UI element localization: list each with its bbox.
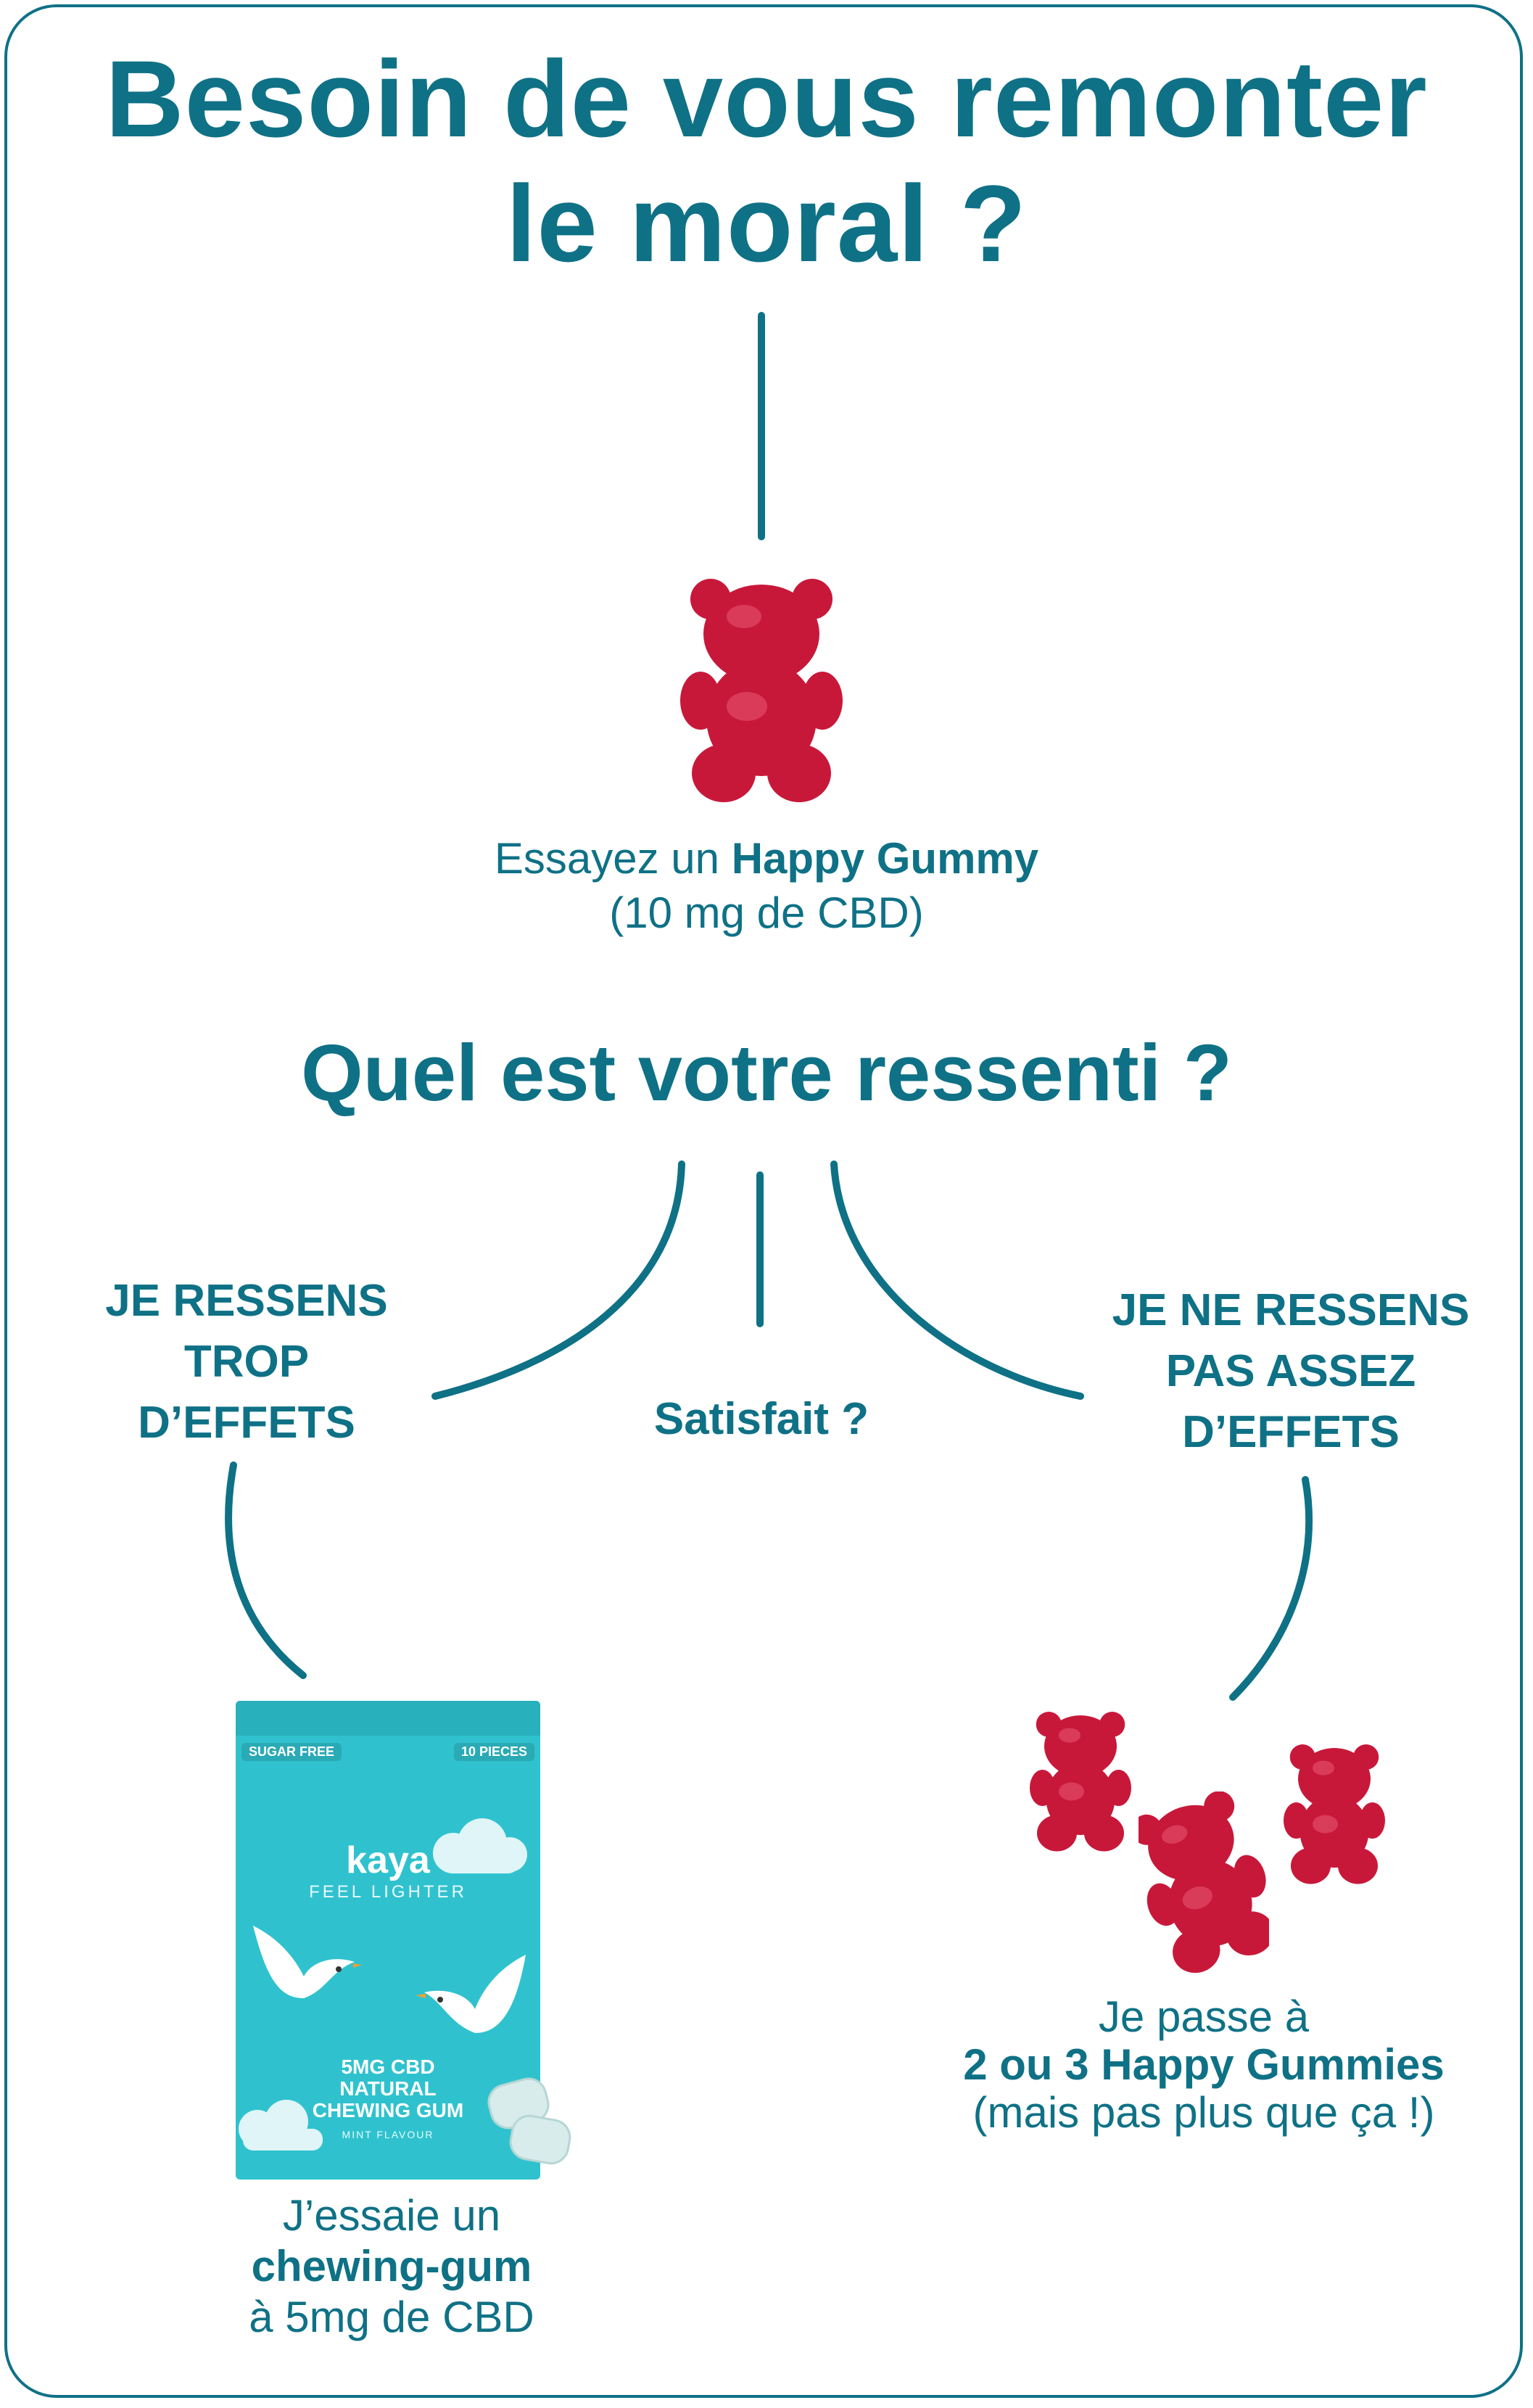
branch-right-label: JE NE RESSENS PAS ASSEZ D’EFFETS	[1073, 1280, 1508, 1463]
card-frame	[4, 4, 1523, 2398]
branch-left-label: JE RESSENS TROP D’EFFETS	[58, 1271, 435, 1454]
left-result-product: chewing-gum	[251, 2242, 532, 2291]
left-result: J’essaie un chewing-gum à 5mg de CBD	[189, 2190, 595, 2343]
branch-right-line-1: JE NE RESSENS	[1112, 1285, 1470, 1335]
start-text-product: Happy Gummy	[731, 834, 1039, 883]
question-heading: Quel est votre ressenti ?	[301, 1028, 1232, 1118]
start-dose: (10 mg de CBD)	[609, 888, 924, 937]
branch-middle-label: Satisfait ?	[653, 1394, 869, 1444]
gum-pieces-icon	[487, 2077, 571, 2165]
page-title: Besoin de vous remonter le moral ?	[0, 36, 1533, 286]
package-slogan: FEEL LIGHTER	[309, 1882, 467, 1902]
right-result-line-1: Je passe à	[1098, 1992, 1310, 2041]
package-seal	[236, 1701, 540, 1736]
package-product-line-2: CHEWING GUM	[312, 2099, 464, 2122]
branch-left-line-1: JE RESSENS	[105, 1276, 388, 1326]
gummy-bear-icon	[680, 579, 843, 802]
package-cbd-dose: 5MG CBD NATURAL CHEWING GUM	[236, 2056, 540, 2122]
right-lower-curve	[1229, 1476, 1313, 1701]
branch-left-line-2: TROP	[183, 1337, 310, 1387]
left-lower-curve	[225, 1461, 307, 1679]
left-curve	[431, 1160, 685, 1400]
right-curve	[830, 1160, 1084, 1400]
gummy-bear-icon	[1030, 1712, 1131, 1852]
left-result-line-1: J’essaie un	[282, 2191, 501, 2240]
right-result: Je passe à 2 ou 3 Happy Gummies (mais pa…	[892, 1993, 1516, 2137]
start-instruction: Essayez un Happy Gummy	[0, 834, 1533, 883]
cloud-icon	[433, 1818, 527, 1873]
title-line-2: le moral ?	[505, 162, 1028, 284]
right-result-line-3: (mais pas plus que ça !)	[972, 2088, 1435, 2137]
cloud-icon	[239, 2100, 323, 2151]
right-result-product: 2 ou 3 Happy Gummies	[963, 2040, 1445, 2089]
chewing-gum-package: SUGAR FREE 10 PIECES kaya FEEL LIGHTER 5…	[236, 1701, 540, 2180]
branch-right-line-2: PAS ASSEZ	[1165, 1346, 1416, 1396]
left-result-line-3: à 5mg de CBD	[249, 2293, 534, 2341]
dove-icon	[253, 1926, 362, 1998]
branch-right-line-3: D’EFFETS	[1182, 1407, 1400, 1457]
start-text-prefix: Essayez un	[494, 834, 732, 883]
package-badge-sugar-free: SUGAR FREE	[241, 1743, 342, 1761]
gummy-bear-icon	[1284, 1744, 1385, 1884]
title-line-1: Besoin de vous remonter	[105, 38, 1428, 160]
dove-icon	[416, 1955, 526, 2033]
package-brand: kaya	[346, 1839, 430, 1881]
branch-left-line-3: D’EFFETS	[138, 1398, 355, 1448]
package-product-line-1: NATURAL	[339, 2077, 437, 2100]
package-cbd: 5MG CBD	[341, 2056, 435, 2078]
gummy-bear-icon	[1139, 1791, 1269, 1973]
package-badge-pieces: 10 PIECES	[453, 1743, 534, 1761]
package-flavour: MINT FLAVOUR	[342, 2129, 434, 2140]
